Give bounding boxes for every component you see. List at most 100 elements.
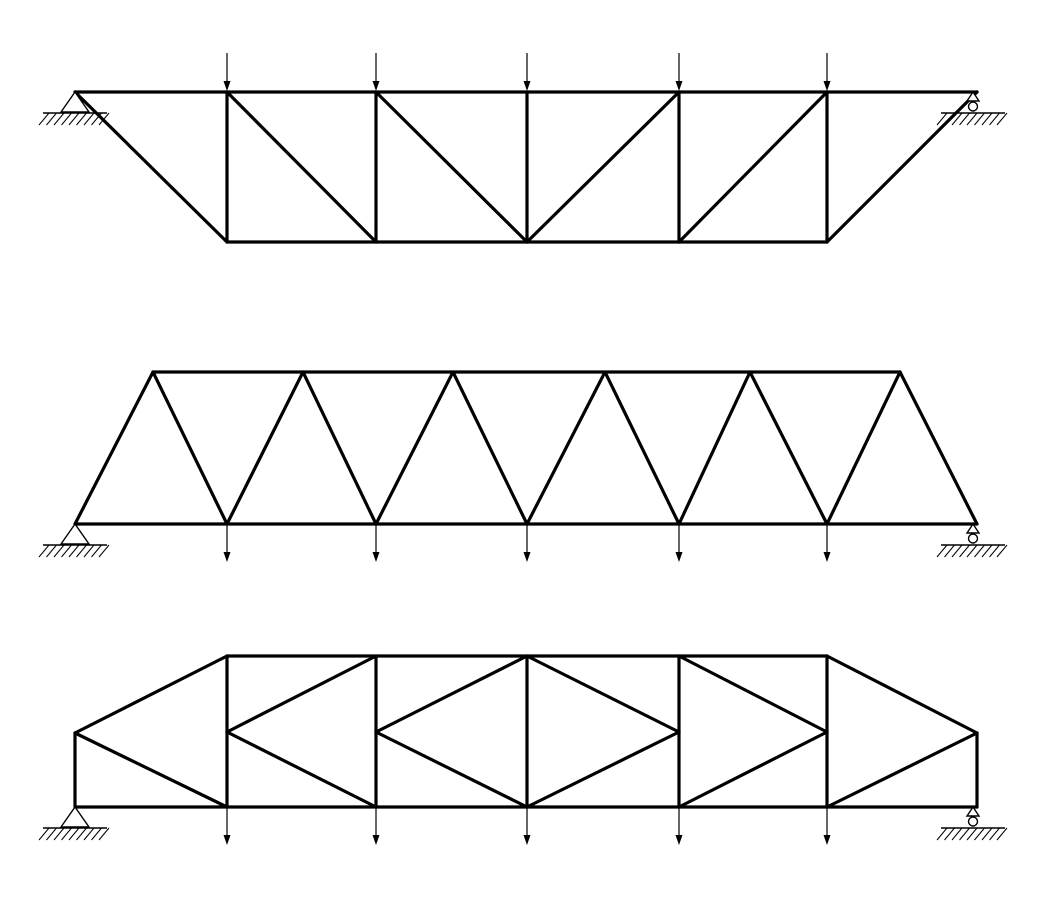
ground-hatch (76, 827, 87, 841)
ground-hatch (98, 544, 110, 558)
pin-support (38, 805, 110, 841)
load-arrow-head (823, 81, 831, 91)
ground-hatch (38, 112, 50, 126)
ground-hatch (989, 827, 1000, 841)
load-arrow (675, 808, 683, 845)
roller-triangle (965, 805, 981, 817)
ground-hatch (959, 544, 970, 558)
ground-hatch (981, 112, 993, 126)
load-arrow-head (675, 552, 683, 562)
pin-triangle (59, 90, 91, 113)
ground-hatch (46, 827, 57, 841)
truss-member (825, 654, 979, 735)
truss-member (525, 654, 681, 734)
polygonal-k-truss (38, 654, 1008, 845)
ground-hatch (936, 827, 948, 841)
ground-hatch (53, 544, 65, 558)
truss-member (225, 654, 378, 734)
ground-hatch (944, 544, 955, 558)
ground-hatch (68, 827, 80, 841)
roller-wheel (967, 533, 979, 544)
truss-member (374, 90, 529, 244)
ground-hatch (83, 827, 95, 841)
ground-hatch (76, 544, 87, 558)
ground-hatch (46, 544, 57, 558)
truss-member (677, 370, 752, 526)
ground-hatch (974, 112, 985, 126)
pin-triangle (59, 522, 91, 545)
load-arrow-head (523, 835, 531, 845)
warren-truss (38, 370, 1008, 562)
load-arrow-head (223, 835, 231, 845)
load-arrow (823, 525, 831, 562)
ground-hatch (68, 544, 80, 558)
load-arrow (523, 525, 531, 562)
load-arrow (675, 53, 683, 91)
ground-hatch (61, 827, 72, 841)
load-arrow (372, 525, 380, 562)
roller-triangle (965, 522, 981, 534)
roller-support (936, 522, 1008, 558)
truss-member (151, 370, 229, 526)
load-arrow (223, 525, 231, 562)
truss-member (225, 90, 378, 244)
ground-hatch (951, 544, 963, 558)
truss-member (748, 370, 829, 526)
truss-member (301, 370, 378, 526)
ground-hatch (996, 544, 1008, 558)
ground-hatch (98, 112, 110, 126)
ground-hatch (98, 827, 110, 841)
truss-member (677, 730, 829, 809)
load-arrow (523, 53, 531, 91)
ground-hatch (951, 827, 963, 841)
truss-member (451, 370, 529, 526)
truss-member (374, 654, 529, 734)
ground-hatch (989, 544, 1000, 558)
ground-hatch (83, 112, 95, 126)
load-arrow-head (523, 81, 531, 91)
ground-hatch (46, 112, 57, 126)
ground-hatch (53, 112, 65, 126)
truss-member (825, 731, 979, 809)
ground-hatch (61, 544, 72, 558)
truss-member (603, 370, 681, 526)
load-arrow (823, 53, 831, 91)
ground-hatch (959, 827, 970, 841)
ground-hatch (996, 827, 1008, 841)
truss-member (73, 370, 155, 526)
ground-hatch (966, 827, 978, 841)
ground-hatch (91, 827, 102, 841)
ground-hatch (981, 827, 993, 841)
ground-hatch (944, 112, 955, 126)
truss-member (374, 730, 529, 809)
load-arrow-head (372, 81, 380, 91)
truss-member (825, 90, 979, 244)
roller-triangle (965, 90, 981, 102)
ground-hatch (966, 544, 978, 558)
ground-hatch (974, 544, 985, 558)
load-arrow (223, 53, 231, 91)
truss-member (73, 90, 229, 244)
truss-member (73, 731, 229, 809)
truss-member (525, 370, 607, 526)
truss-member (677, 654, 829, 734)
ground-hatch (996, 112, 1008, 126)
pin-triangle (59, 805, 91, 828)
ground-hatch (936, 544, 948, 558)
ground-hatch (53, 827, 65, 841)
load-arrow (372, 808, 380, 845)
load-arrow (372, 53, 380, 91)
pin-support (38, 522, 110, 558)
load-arrow-head (675, 81, 683, 91)
ground-hatch (944, 827, 955, 841)
ground-hatch (83, 544, 95, 558)
load-arrow (523, 808, 531, 845)
ground-hatch (951, 112, 963, 126)
load-arrow-head (223, 81, 231, 91)
load-arrow-head (823, 835, 831, 845)
pin-support (38, 90, 110, 126)
load-arrow-head (823, 552, 831, 562)
truss-member (677, 90, 829, 244)
ground-hatch (974, 827, 985, 841)
